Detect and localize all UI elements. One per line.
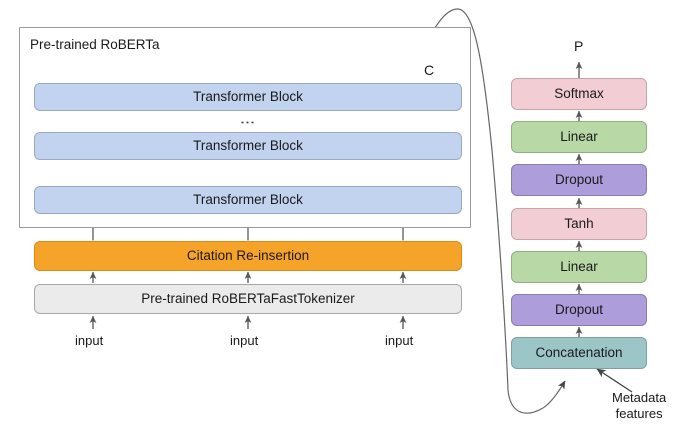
head-layer-concatenation-label: Concatenation (535, 345, 623, 361)
head-layer-linear-2-label: Linear (560, 129, 598, 145)
metadata-features-label: Metadata features (612, 390, 666, 423)
head-layer-dropout-2-label: Dropout (554, 172, 604, 188)
metadata-features-line1: Metadata (612, 390, 667, 405)
transformer-block-middle[interactable]: Transformer Block (34, 132, 462, 160)
head-layer-tanh[interactable]: Tanh (511, 208, 647, 240)
transformer-block-bottom-label: Transformer Block (193, 192, 303, 208)
citation-reinsertion-block[interactable]: Citation Re-insertion (34, 241, 462, 271)
transformer-block-bottom[interactable]: Transformer Block (34, 186, 462, 214)
vertical-ellipsis: ⋮ (239, 115, 256, 130)
pretrained-roberta-label: Pre-trained RoBERTa (30, 37, 160, 52)
head-layer-dropout-1-label: Dropout (554, 302, 604, 318)
head-layer-dropout-1[interactable]: Dropout (511, 294, 647, 326)
tokenizer-label: Pre-trained RoBERTaFastTokenizer (141, 291, 355, 307)
head-layer-concatenation[interactable]: Concatenation (511, 337, 647, 369)
metadata-arrow (596, 368, 633, 393)
metadata-features-line2: features (615, 406, 663, 422)
input-label-1: input (75, 333, 104, 348)
head-layer-linear-1-label: Linear (560, 259, 598, 275)
pass-through-lines (92, 228, 404, 241)
head-layer-tanh-label: Tanh (564, 216, 594, 232)
input-label-3: input (385, 333, 414, 348)
head-layer-dropout-2[interactable]: Dropout (511, 164, 647, 196)
tokenizer-block[interactable]: Pre-trained RoBERTaFastTokenizer (34, 284, 462, 314)
citation-reinsertion-label: Citation Re-insertion (186, 248, 310, 264)
head-layer-linear-1[interactable]: Linear (511, 251, 647, 283)
head-layer-softmax-label: Softmax (554, 86, 604, 102)
output-probability-label: P (574, 38, 584, 54)
transformer-block-top-label: Transformer Block (193, 89, 303, 105)
head-layer-linear-2[interactable]: Linear (511, 121, 647, 153)
transformer-block-top[interactable]: Transformer Block (34, 83, 462, 111)
cls-token-label: C (424, 62, 435, 78)
cls-token-curve-arrow (542, 380, 566, 409)
transformer-block-middle-label: Transformer Block (193, 138, 303, 154)
head-layer-softmax[interactable]: Softmax (511, 78, 647, 110)
input-label-2: input (230, 333, 259, 348)
